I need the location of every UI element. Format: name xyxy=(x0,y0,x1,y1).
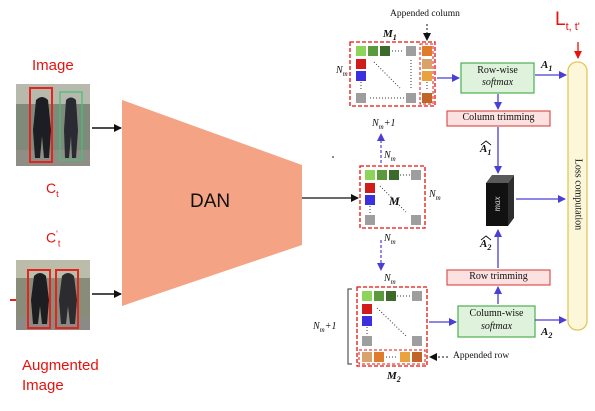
m1-nm-plus-bottom-sub: m xyxy=(378,123,384,131)
column-trimming-label: Column trimming xyxy=(462,112,535,123)
row-wise-softmax-box xyxy=(460,62,535,94)
max-cube xyxy=(486,175,514,226)
a2-hat-mark xyxy=(480,235,492,241)
matrix-m1 xyxy=(349,41,436,107)
a1-label: A1 xyxy=(541,59,553,74)
row-trimming-label: Row trimming xyxy=(469,271,528,282)
image-label: Image xyxy=(32,57,74,74)
m-nm-top-sub: m xyxy=(390,155,396,163)
column-trimming-box xyxy=(446,110,551,127)
ct-prime-label: C't xyxy=(46,229,61,249)
m1-subscript: 1 xyxy=(392,33,397,43)
dan-label: DAN xyxy=(190,191,231,212)
dot-mark xyxy=(332,156,334,158)
a2-hat-subscript: 2 xyxy=(487,243,492,253)
a1-hat-subscript: 1 xyxy=(487,148,492,158)
m2-row-bracket xyxy=(347,288,352,365)
augmented-image-label: Image xyxy=(22,377,64,394)
m-nm-top: Nm xyxy=(384,150,396,163)
m1-label: M1 xyxy=(383,28,397,43)
a2-hat-label: A2 xyxy=(480,238,492,253)
a1-hat-mark xyxy=(480,140,492,146)
m2-subscript: 2 xyxy=(396,375,401,385)
m1-nm-left-sub: m xyxy=(342,70,348,78)
loss-computation-label: Loss computation xyxy=(572,158,584,231)
a1-hat-label: A1 xyxy=(480,143,492,158)
appended-row-label: Appended row xyxy=(453,351,510,361)
ct-prime-mark: ' xyxy=(56,229,58,239)
a1-subscript: 1 xyxy=(548,64,553,74)
matrix-m xyxy=(359,165,426,229)
column-wise-label: Column-wise xyxy=(469,308,524,319)
m2-label: M2 xyxy=(387,370,401,385)
m2-nm-plus-left-sub: m xyxy=(319,326,325,334)
ct-label: Ct xyxy=(46,180,59,199)
m2-nm-plus-left: Nm+1 xyxy=(313,321,337,334)
m-nm-right-sub: m xyxy=(435,194,441,202)
a2-subscript: 2 xyxy=(548,331,553,341)
loss-subscript: t, t' xyxy=(565,20,580,33)
max-label: max xyxy=(492,196,502,212)
column-wise-softmax-box xyxy=(457,305,536,338)
row-trimming-box xyxy=(446,269,551,286)
m-nm-right: Nm xyxy=(429,189,441,202)
augmented-label: Augmented xyxy=(22,357,99,374)
m1-nm-plus-text: +1 xyxy=(383,118,396,129)
appended-column-label: Appended column xyxy=(390,9,460,19)
m2-nm-top: Nm xyxy=(384,273,396,286)
loss-computation-box xyxy=(567,61,588,331)
m2-nm-plus-text: +1 xyxy=(324,321,337,332)
m1-nm-left: Nm xyxy=(336,65,348,78)
m1-nm-plus-bottom: Nm+1 xyxy=(372,118,396,131)
m-nm-bottom: Nm xyxy=(384,233,396,246)
loss-label: Lt, t' xyxy=(555,9,580,33)
m-nm-bottom-sub: m xyxy=(390,238,396,246)
augmented-image-thumbnail xyxy=(10,260,90,330)
m-label: M xyxy=(389,194,400,208)
ct-prime-subscript: t xyxy=(57,238,61,249)
dan-network-block xyxy=(122,100,302,306)
a2-label: A2 xyxy=(541,326,553,341)
matrix-m2 xyxy=(356,286,428,367)
row-wise-label: Row-wise xyxy=(477,65,518,76)
column-wise-softmax-label: softmax xyxy=(480,321,513,332)
image-thumbnail xyxy=(16,84,90,166)
row-wise-softmax-label: softmax xyxy=(481,77,514,88)
m2-nm-top-sub: m xyxy=(390,278,396,286)
ct-subscript: t xyxy=(56,188,59,199)
